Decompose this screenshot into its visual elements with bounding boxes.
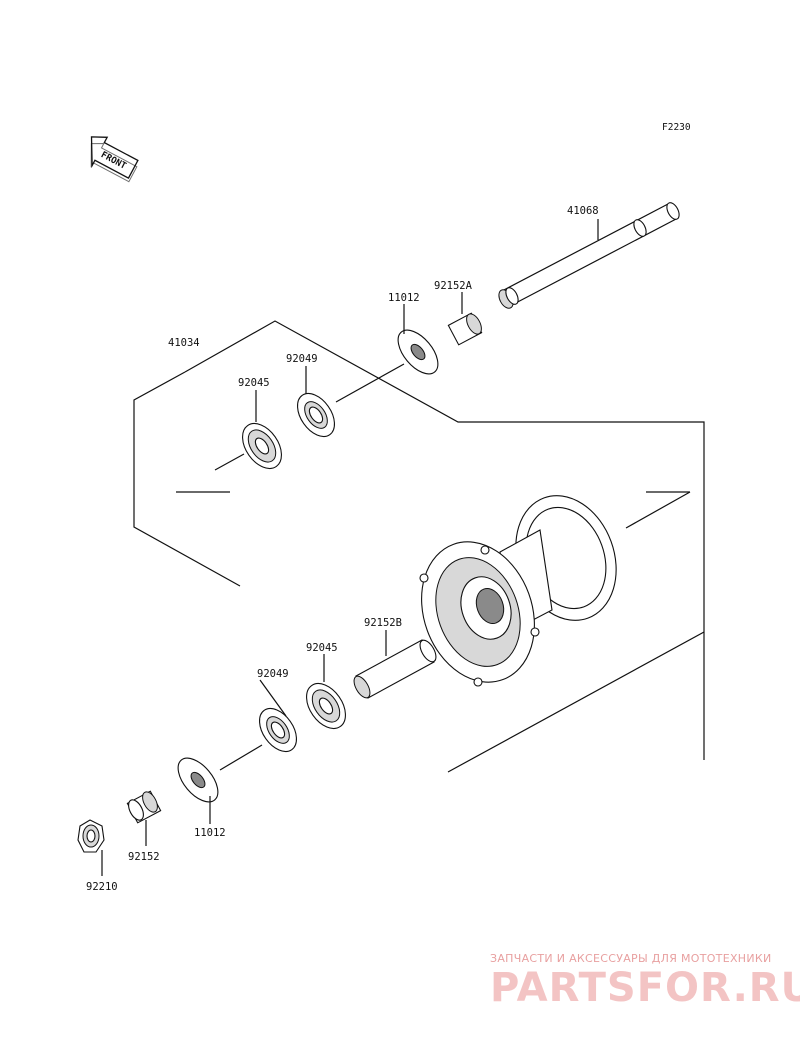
seal-top	[397, 329, 439, 375]
oil-seal-top	[296, 392, 336, 438]
label-spacer-b: 92152B	[364, 617, 402, 629]
collar-a	[447, 312, 483, 346]
watermark-brand: PARTSFOR.RU	[490, 965, 800, 1011]
oil-seal-bottom	[258, 707, 298, 753]
label-seal-bottom: 11012	[194, 827, 226, 839]
label-nut: 92210	[86, 881, 118, 893]
label-axle: 41068	[567, 205, 599, 217]
label-collar: 92152	[128, 851, 160, 863]
label-bearing-bottom: 92045	[306, 642, 338, 654]
bearing-set-bracket	[133, 320, 705, 773]
label-oil-seal-bottom: 92049	[257, 668, 289, 680]
label-oil-seal-top: 92049	[286, 353, 318, 365]
collar	[126, 790, 162, 824]
nut	[77, 819, 105, 853]
leader-oil-seal-bottom	[259, 679, 287, 717]
axis-line-top	[335, 363, 405, 403]
axis-line-bottom	[219, 744, 263, 771]
diagram-code: F2230	[662, 122, 691, 133]
label-seal-top: 11012	[388, 292, 420, 304]
spacer-b	[353, 639, 437, 699]
seal-bottom	[177, 757, 219, 803]
axis-line-top-2	[214, 453, 245, 471]
label-collar-a: 92152A	[434, 280, 473, 292]
bearing-bottom	[306, 683, 346, 729]
watermark-tagline: ЗАПЧАСТИ И АКСЕССУАРЫ ДЛЯ МОТОТЕХНИКИ	[490, 952, 772, 965]
label-bearing-set: 41034	[168, 337, 200, 349]
front-arrow-icon: FRONT	[90, 136, 139, 183]
wheel-hub	[419, 495, 617, 687]
axle	[498, 202, 680, 309]
label-bearing-top: 92045	[238, 377, 270, 389]
bearing-top	[242, 423, 282, 469]
